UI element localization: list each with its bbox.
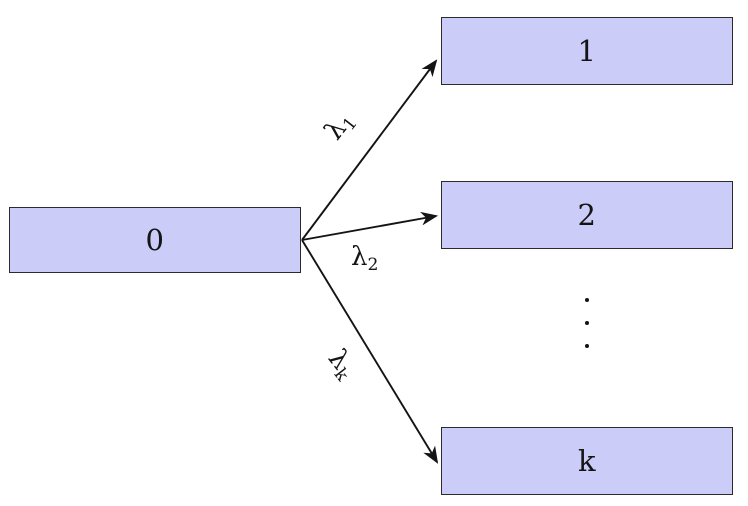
node-label-two: 2	[577, 197, 597, 232]
lambda-symbol-2: λ	[351, 242, 368, 272]
ellipsis-dot	[585, 344, 589, 348]
node-label-one: 1	[577, 33, 597, 68]
edge-zero-to-one	[301, 59, 438, 241]
lambda-subscript-2: 2	[367, 254, 379, 275]
node-box-two[interactable]: 2	[441, 181, 733, 249]
ellipsis-dot	[585, 321, 589, 325]
vertical-ellipsis	[575, 298, 599, 348]
node-box-one[interactable]: 1	[441, 17, 733, 85]
node-box-k[interactable]: k	[441, 427, 733, 495]
node-label-k: k	[577, 443, 597, 478]
edge-label-lambda-2: λ2	[351, 244, 378, 274]
ellipsis-dot	[585, 298, 589, 302]
node-label-zero: 0	[145, 222, 165, 257]
edge-zero-to-k	[301, 239, 439, 464]
node-box-zero[interactable]: 0	[9, 207, 301, 273]
edge-zero-to-two	[301, 211, 439, 241]
